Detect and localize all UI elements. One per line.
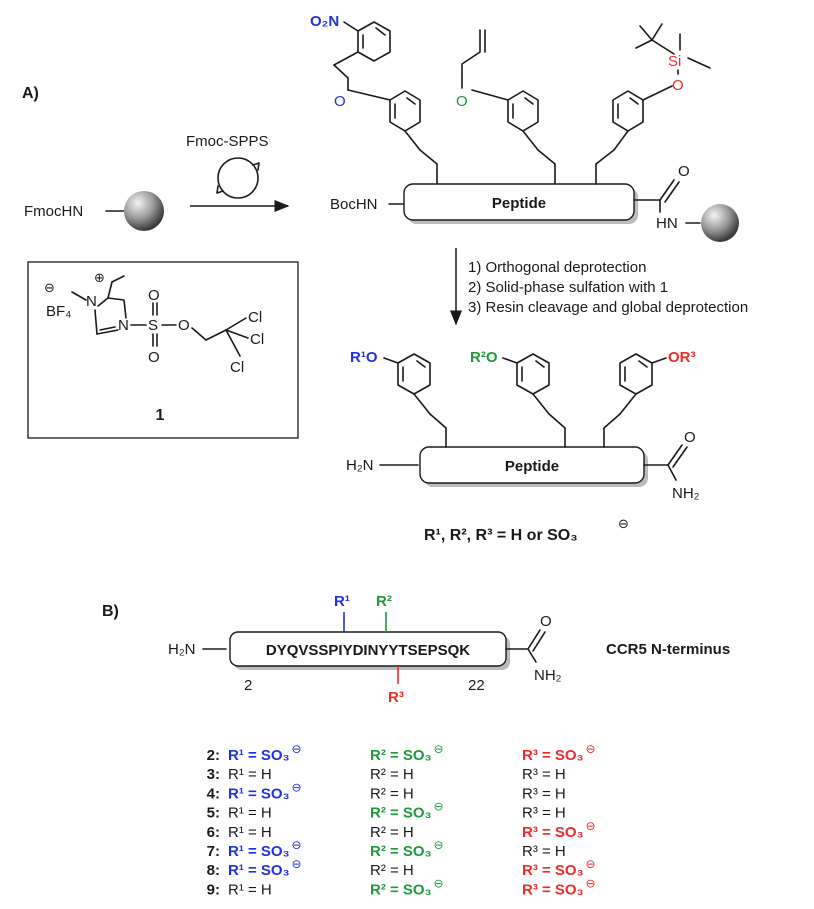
fmoc-spps-label: Fmoc-SPPS <box>186 133 269 150</box>
sulfate-charge: ⊖ <box>586 857 596 871</box>
product-core-label: Peptide <box>505 458 559 475</box>
compound-r1-value: R¹ = SO₃ <box>228 785 290 802</box>
product-n-terminus: H₂N <box>346 457 374 474</box>
ccr5-sequence: DYQVSSPIYDINYYTSEPSQK <box>266 642 470 659</box>
seq-n-terminus: H₂N <box>168 641 196 658</box>
compound-r3-value: R³ = H <box>522 785 566 802</box>
panel-a-label: A) <box>22 85 39 102</box>
chlorine-3: Cl <box>230 359 244 376</box>
sulfate-charge: ⊖ <box>434 876 444 890</box>
compound-id: 2: <box>207 747 220 764</box>
silyl-si: Si <box>668 53 681 70</box>
ccr5-title: CCR5 N-terminus <box>606 641 730 658</box>
sulfonyl-o-bottom: O <box>148 349 160 366</box>
compound-r2-value: R² = H <box>370 785 414 802</box>
peptide-core-label: Peptide <box>492 195 546 212</box>
sulfate-charge: ⊖ <box>434 742 444 756</box>
compound-id: 9: <box>207 881 220 898</box>
seq-amide-o: O <box>540 613 552 630</box>
compound-r2-value: R² = H <box>370 766 414 783</box>
product-amide-o: O <box>684 429 696 446</box>
chlorine-1: Cl <box>248 309 262 326</box>
peptide-box-protected <box>403 183 635 221</box>
resin-bead <box>124 191 164 231</box>
sulfate-charge: ⊖ <box>434 800 444 814</box>
compound-id: 7: <box>207 843 220 860</box>
sulfate-charge: ⊖ <box>586 742 596 756</box>
product-nh2: NH₂ <box>672 485 700 502</box>
fmoc-amine-label: FmocHN <box>24 203 83 220</box>
resin-bead-peptide <box>701 204 739 242</box>
compound-r3-value: R³ = H <box>522 766 566 783</box>
sulfate-charge: ⊖ <box>292 857 302 871</box>
boc-amine-label: BocHN <box>330 196 378 213</box>
compound-r2-value: R² = H <box>370 862 414 879</box>
seq-end-index: 22 <box>468 677 485 694</box>
r-group-legend: R¹, R², R³ = H or SO₃ <box>424 527 578 544</box>
imidazolium-n1: N <box>86 293 97 310</box>
bf4-label: BF₄ <box>46 303 71 320</box>
compound-id: 5: <box>207 805 220 822</box>
amide-nh-label: HN <box>656 215 678 232</box>
compound-r2-value: R² = SO₃ <box>370 843 432 860</box>
ester-o: O <box>178 317 190 334</box>
compound-id: 8: <box>207 862 220 879</box>
compound-r3-value: R³ = SO₃ <box>522 747 584 764</box>
compound-r2-value: R² = H <box>370 824 414 841</box>
product-r1o: R¹O <box>350 349 378 366</box>
step-1: 1) Orthogonal deprotection <box>468 259 646 276</box>
compound-r2-value: R² = SO₃ <box>370 747 432 764</box>
sulfate-charge: ⊖ <box>292 780 302 794</box>
compound-r2-value: R² = SO₃ <box>370 881 432 898</box>
ether-o-1: O <box>334 93 346 110</box>
cycle-icon <box>217 157 259 199</box>
sulfur-label: S <box>148 317 158 334</box>
minus-charge: ⊖ <box>44 280 55 295</box>
sulfate-charge: ⊖ <box>292 838 302 852</box>
plus-charge: ⊕ <box>94 270 105 285</box>
compound-id: 4: <box>207 785 220 802</box>
sulfate-charge: ⊖ <box>292 742 302 756</box>
reagent-box <box>27 261 299 439</box>
compound-r3-value: R³ = SO₃ <box>522 862 584 879</box>
reagent-number: 1 <box>156 407 165 424</box>
compound-r1-value: R¹ = H <box>228 805 272 822</box>
sulfate-charge: ⊖ <box>586 819 596 833</box>
compound-id: 6: <box>207 824 220 841</box>
seq-start-index: 2 <box>244 677 252 694</box>
compound-r2-value: R² = SO₃ <box>370 805 432 822</box>
silyl-ether-o: O <box>672 77 684 94</box>
imidazolium-n2: N <box>118 317 129 334</box>
compound-r3-value: R³ = SO₃ <box>522 824 584 841</box>
step-3: 3) Resin cleavage and global deprotectio… <box>468 299 748 316</box>
compound-r1-value: R¹ = SO₃ <box>228 843 290 860</box>
seq-nh2: NH₂ <box>534 667 562 684</box>
chlorine-2: Cl <box>250 331 264 348</box>
compound-id: 3: <box>207 766 220 783</box>
ether-o-2: O <box>456 93 468 110</box>
compound-r1-value: R¹ = H <box>228 766 272 783</box>
compound-r1-value: R¹ = SO₃ <box>228 747 290 764</box>
legend-charge: ⊖ <box>618 516 629 531</box>
sulfate-charge: ⊖ <box>434 838 444 852</box>
compound-r3-value: R³ = H <box>522 805 566 822</box>
amide-o-label: O <box>678 163 690 180</box>
product-or3: OR³ <box>668 349 696 366</box>
product-r2o: R²O <box>470 349 498 366</box>
seq-r3: R³ <box>388 689 404 706</box>
nitro-label: O₂N <box>310 13 339 30</box>
compound-r1-value: R¹ = H <box>228 824 272 841</box>
seq-r2: R² <box>376 593 392 610</box>
compound-r3-value: R³ = SO₃ <box>522 881 584 898</box>
compound-r1-value: R¹ = SO₃ <box>228 862 290 879</box>
compound-r3-value: R³ = H <box>522 843 566 860</box>
compound-r1-value: R¹ = H <box>228 881 272 898</box>
panel-b-label: B) <box>102 603 119 620</box>
step-2: 2) Solid-phase sulfation with 1 <box>468 279 668 296</box>
sulfonyl-o-top: O <box>148 287 160 304</box>
sulfate-charge: ⊖ <box>586 876 596 890</box>
seq-r1: R¹ <box>334 593 350 610</box>
